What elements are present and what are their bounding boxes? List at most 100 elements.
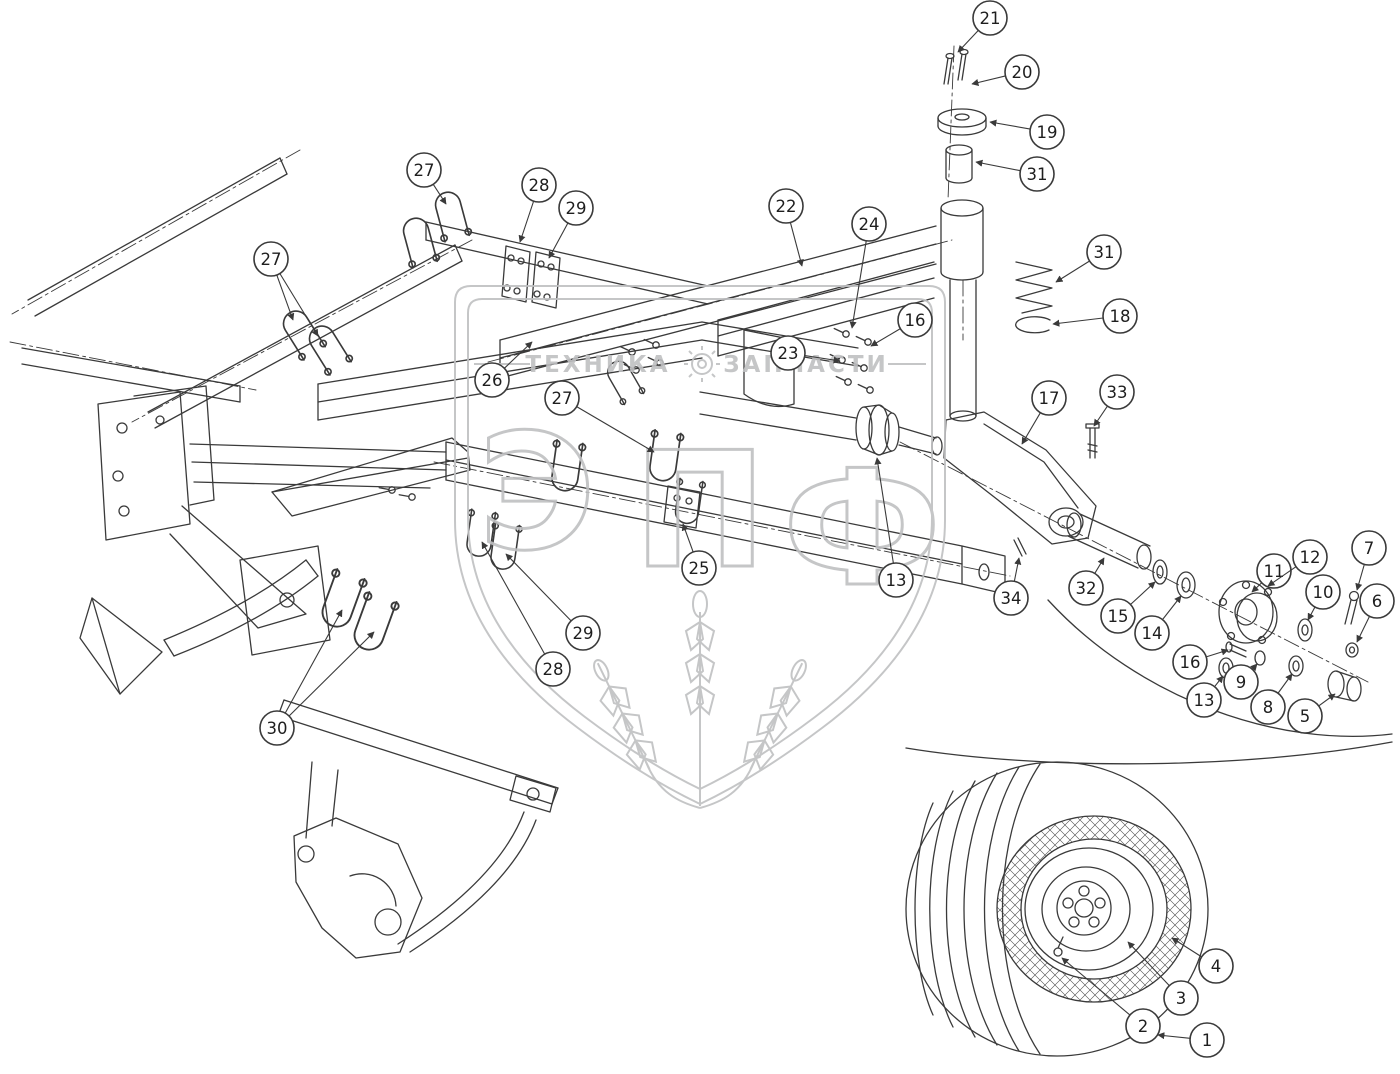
leader-line bbox=[505, 553, 572, 622]
balloon-circle bbox=[1287, 698, 1323, 734]
balloon-label: 34 bbox=[1001, 589, 1022, 608]
callout-26: 26 bbox=[474, 341, 533, 398]
balloon-circle bbox=[768, 188, 804, 224]
wheat-icon bbox=[593, 590, 807, 809]
callout-9: 9 bbox=[1223, 663, 1259, 700]
balloon-label: 19 bbox=[1037, 123, 1058, 142]
balloon-circle bbox=[1068, 570, 1104, 606]
balloon-label: 11 bbox=[1264, 562, 1285, 581]
callout-6: 6 bbox=[1356, 583, 1395, 643]
leader-line bbox=[432, 183, 447, 205]
leader-line bbox=[276, 274, 295, 321]
callout-31: 31 bbox=[1055, 234, 1122, 283]
balloon-label: 28 bbox=[543, 660, 564, 679]
caster-arm bbox=[943, 411, 1100, 557]
callout-28: 28 bbox=[481, 541, 571, 687]
balloon-circle bbox=[681, 550, 717, 586]
balloon-circle bbox=[535, 651, 571, 687]
callout-19: 19 bbox=[989, 114, 1065, 150]
balloon-circle bbox=[770, 335, 806, 371]
balloon-circle bbox=[259, 710, 295, 746]
leader-line bbox=[1162, 595, 1182, 620]
leader-line bbox=[1318, 693, 1336, 707]
callout-7: 7 bbox=[1351, 530, 1387, 591]
leader-line bbox=[1206, 648, 1229, 658]
callout-3: 3 bbox=[1127, 941, 1199, 1016]
leader-line bbox=[957, 30, 979, 53]
leader-line bbox=[870, 328, 901, 347]
wheel-assembly bbox=[905, 761, 1209, 1057]
balloon-label: 27 bbox=[552, 389, 573, 408]
balloon-label: 3 bbox=[1176, 989, 1187, 1008]
balloon-label: 6 bbox=[1372, 592, 1383, 611]
balloon-circle bbox=[558, 190, 594, 226]
leader-line bbox=[1094, 557, 1105, 574]
balloon-circle bbox=[851, 206, 887, 242]
balloon-label: 33 bbox=[1107, 383, 1128, 402]
machine-line-art bbox=[9, 45, 1393, 1057]
balloon-circle bbox=[521, 167, 557, 203]
balloon-label: 29 bbox=[566, 199, 587, 218]
gear-icon bbox=[684, 346, 720, 382]
balloon-circle bbox=[1359, 583, 1395, 619]
leader-line bbox=[1250, 663, 1258, 672]
callout-29: 29 bbox=[505, 553, 601, 651]
balloon-label: 21 bbox=[980, 9, 1001, 28]
balloon-label: 32 bbox=[1076, 579, 1097, 598]
balloon-circle bbox=[474, 362, 510, 398]
leader-line bbox=[1307, 606, 1316, 621]
balloon-circle bbox=[1189, 1022, 1225, 1058]
balloon-label: 18 bbox=[1110, 307, 1131, 326]
axle-exploded-parts bbox=[899, 441, 1393, 765]
leader-line bbox=[681, 523, 694, 553]
axle-tube-hub bbox=[699, 391, 943, 456]
callout-20: 20 bbox=[971, 54, 1040, 90]
balloon-circle bbox=[1163, 980, 1199, 1016]
leader-line bbox=[481, 541, 546, 655]
balloon-label: 17 bbox=[1039, 389, 1060, 408]
balloon-circle bbox=[544, 380, 580, 416]
balloon-circle bbox=[406, 152, 442, 188]
watermark-letter-1: Э bbox=[478, 399, 595, 586]
balloon-label: 14 bbox=[1142, 624, 1163, 643]
toolbar-beams bbox=[317, 221, 1011, 595]
leader-line bbox=[288, 631, 375, 717]
balloon-label: 23 bbox=[778, 344, 799, 363]
balloon-circle bbox=[897, 302, 933, 338]
balloon-label: 24 bbox=[859, 215, 880, 234]
callout-18: 18 bbox=[1052, 298, 1138, 334]
balloon-circle bbox=[1031, 380, 1067, 416]
balloon-label: 28 bbox=[529, 176, 550, 195]
balloon-circle bbox=[565, 615, 601, 651]
callout-17: 17 bbox=[1021, 380, 1067, 445]
leader-line bbox=[1171, 937, 1202, 958]
balloon-circle bbox=[972, 0, 1008, 36]
callout-27: 27 bbox=[253, 241, 319, 337]
balloon-label: 7 bbox=[1364, 539, 1375, 558]
frame-rails bbox=[9, 149, 473, 429]
balloon-label: 29 bbox=[573, 624, 594, 643]
watermark-shield-outer bbox=[454, 285, 946, 806]
callout-4: 4 bbox=[1171, 937, 1234, 984]
callout-8: 8 bbox=[1250, 673, 1293, 725]
balloon-circle bbox=[1351, 530, 1387, 566]
watermark-letter-3: Ф bbox=[783, 435, 942, 622]
leader-line bbox=[1214, 675, 1224, 688]
callout-24: 24 bbox=[849, 206, 887, 329]
leader-line bbox=[1356, 616, 1371, 643]
balloon-circle bbox=[1099, 374, 1135, 410]
balloon-circle bbox=[1223, 664, 1259, 700]
balloon-circle bbox=[1004, 54, 1040, 90]
leader-line bbox=[1355, 564, 1365, 591]
pivot-assembly bbox=[937, 45, 1053, 422]
leader-line bbox=[1061, 957, 1131, 1016]
balloon-label: 9 bbox=[1236, 673, 1247, 692]
leader-line bbox=[849, 240, 867, 329]
balloon-circle bbox=[1198, 948, 1234, 984]
balloon-circle bbox=[253, 241, 289, 277]
balloon-label: 27 bbox=[414, 161, 435, 180]
balloon-label: 12 bbox=[1300, 548, 1321, 567]
leader-line bbox=[1267, 566, 1297, 587]
callout-21: 21 bbox=[957, 0, 1008, 53]
